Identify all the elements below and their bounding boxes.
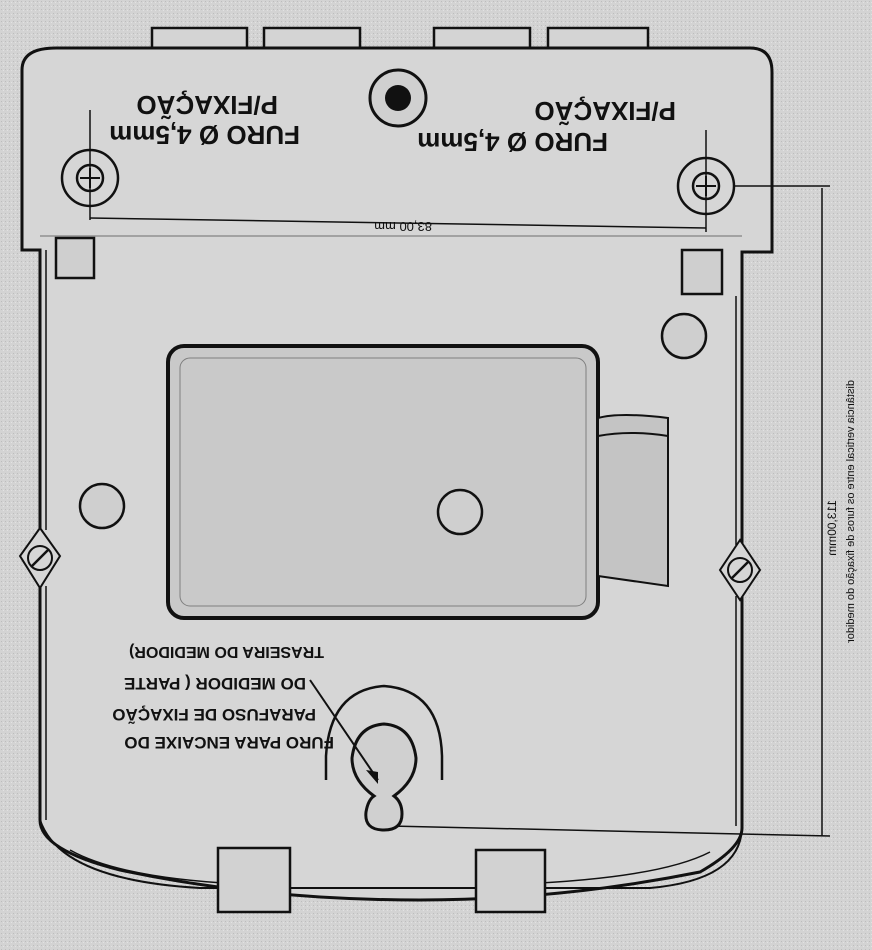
right-hole-subtitle: P/FIXAÇÃO <box>534 96 676 126</box>
center-screw-icon <box>368 68 428 128</box>
top-dimension-label: 83,00 mm <box>374 219 432 234</box>
top-dimension-line <box>89 110 707 232</box>
keyhole-slot-icon <box>324 684 444 832</box>
rotated-text-layer: FURO Ø 4,5mm P/FIXAÇÃO FURO Ø 4,5mm P/FI… <box>109 90 676 752</box>
right-hole-title: FURO Ø 4,5mm <box>417 127 608 157</box>
panel-center-hole-icon <box>436 488 484 536</box>
left-hole-title: FURO Ø 4,5mm <box>109 120 300 150</box>
left-hole-subtitle: P/FIXAÇÃO <box>136 90 278 120</box>
side-dimension-text: 113,00mm distância vertical entre os fur… <box>825 380 857 643</box>
side-dimension-caption: distância vertical entre os furos de fix… <box>845 380 857 643</box>
side-dimension-value: 113,00mm <box>825 500 839 556</box>
upper-right-hole-icon <box>660 312 708 360</box>
side-dimension-line <box>389 185 831 837</box>
bottom-tabs <box>216 846 547 914</box>
base-rim <box>39 819 743 889</box>
side-rails <box>45 250 737 826</box>
right-side-screw-icon <box>718 538 762 602</box>
keyhole-note-line4: TRASEIRA DO MEDIDOR) <box>129 643 324 660</box>
square-bosses <box>54 236 724 296</box>
keyhole-note-line1: FURO PARA ENCAIXE DO <box>124 733 334 752</box>
keyhole-leader-arrow <box>309 679 379 784</box>
keyhole-note-line2: PARAFUSO DE FIXAÇÃO <box>112 705 316 725</box>
left-side-screw-icon <box>18 526 62 590</box>
keyhole-note-line3: DO MEDIDOR ( PARTE <box>124 674 306 693</box>
terminal-strip <box>597 414 669 588</box>
center-panel <box>166 344 600 620</box>
left-round-hole-icon <box>78 482 126 530</box>
